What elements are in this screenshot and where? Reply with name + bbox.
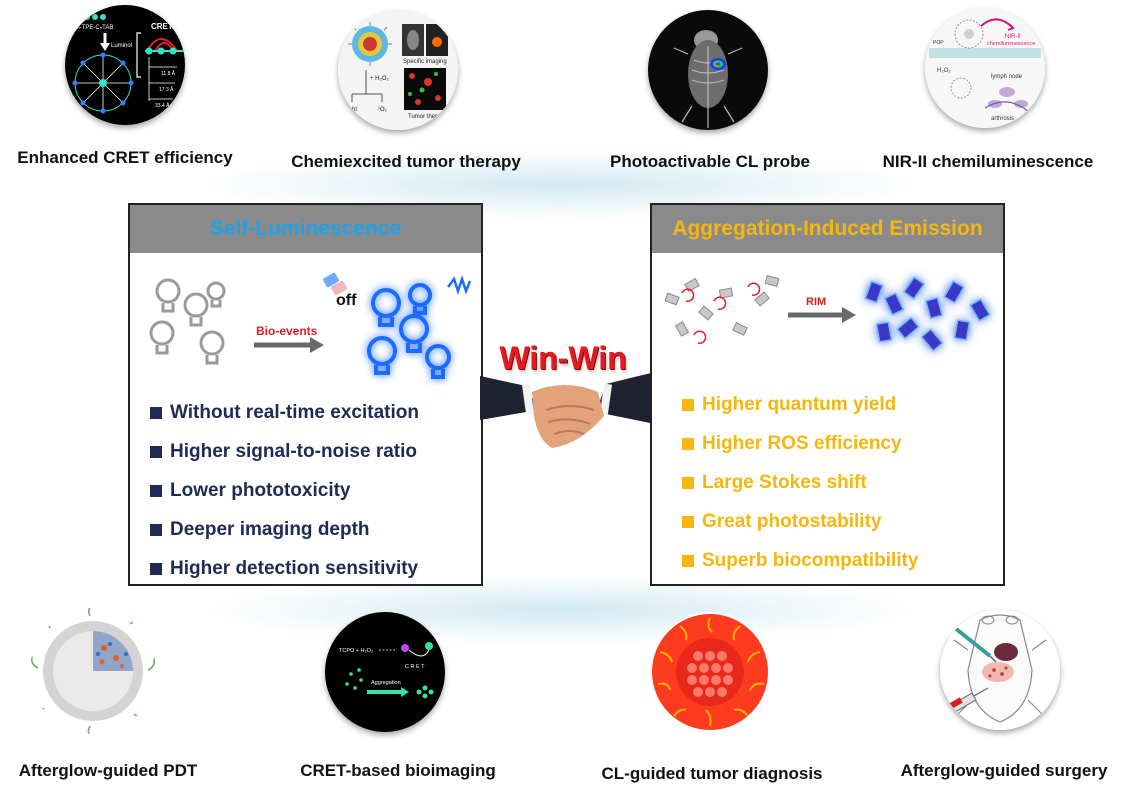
bullet-icon <box>682 476 694 489</box>
self-luminescence-features: Without real-time excitation Higher sign… <box>150 393 419 588</box>
panel-title: Aggregation-Induced Emission <box>672 217 983 240</box>
h2o2-label: + H₂O₂ <box>370 76 390 82</box>
wave-icon <box>447 275 472 295</box>
caption-afterglow-surgery: Afterglow-guided surgery <box>900 761 1108 780</box>
panel-header: Aggregation-Induced Emission <box>652 205 1003 253</box>
mouse-cl-probe-image <box>648 10 768 130</box>
luminol-label: Luminol <box>111 43 132 49</box>
off-label: off <box>336 292 357 309</box>
bullet-icon <box>150 445 162 458</box>
chemiexcited-therapy-image: Specific imaging Tumor therapy + H₂O₂ Li… <box>338 10 458 130</box>
caption-nir-ii-chemiluminescence: NIR-II chemiluminescence <box>882 152 1094 171</box>
list-item: Higher detection sensitivity <box>150 549 419 588</box>
off-switch-icon <box>323 272 347 296</box>
bio-events-scheme: Bio-events off <box>149 272 472 379</box>
feature-text: Higher detection sensitivity <box>170 557 419 579</box>
dist2-label: 17.3 Å <box>159 86 174 93</box>
arthrosis-label: arthrosis <box>991 116 1014 122</box>
bullet-icon <box>682 554 694 567</box>
cret-label: CRET <box>151 22 173 31</box>
cl-tumor-diagnosis-image <box>650 612 770 732</box>
cret-bioimaging-image: TCPO + H₂O₂ C R E T Aggregation <box>325 612 445 732</box>
bullet-icon <box>150 523 162 536</box>
cret-efficiency-image: Cₙ-TPE-CₙTAB Luminol CRET 11.8 Å 17.3 Å … <box>65 5 185 125</box>
feature-text: Higher ROS efficiency <box>702 432 902 454</box>
lightbulbs-off-icon <box>149 278 226 365</box>
pop-label: POP <box>933 40 944 46</box>
chemiluminescence-label: chemiluminescence <box>987 41 1035 47</box>
caption-photoactivable-cl-probe: Photoactivable CL probe <box>610 152 810 171</box>
caption-cret-efficiency: Enhanced CRET efficiency <box>17 148 233 167</box>
aie-panel: Aggregation-Induced Emission RIM <box>650 203 1005 586</box>
bullet-icon <box>150 484 162 497</box>
aie-features: Higher quantum yield Higher ROS efficien… <box>682 385 918 580</box>
cret-bottom-label: C R E T <box>405 664 425 670</box>
bottom-glow <box>200 575 920 645</box>
rim-scheme: RIM <box>664 274 991 352</box>
specific-imaging-label: Specific imaging <box>403 59 447 65</box>
feature-text: Without real-time excitation <box>170 401 419 423</box>
dist1-label: 11.8 Å <box>161 70 176 77</box>
caption-cl-tumor-diagnosis: CL-guided tumor diagnosis <box>601 764 823 783</box>
feature-text: Higher signal-to-noise ratio <box>170 440 418 462</box>
list-item: Without real-time excitation <box>150 393 419 432</box>
win-win-label: Win-Win <box>499 340 627 376</box>
free-molecules-icon <box>664 274 780 337</box>
tumor-therapy-label: Tumor therapy <box>408 114 447 120</box>
handshake-image <box>480 372 655 448</box>
nir-ii-label: NIR-II <box>1005 34 1021 40</box>
bullet-icon <box>150 406 162 419</box>
bullet-icon <box>682 398 694 411</box>
list-item: Large Stokes shift <box>682 463 918 502</box>
aggregated-molecules-icon <box>864 276 991 352</box>
caption-chemiexcited-therapy: Chemiexcited tumor therapy <box>291 152 521 171</box>
bullet-icon <box>150 562 162 575</box>
list-item: Lower phototoxicity <box>150 471 419 510</box>
lightbulbs-glowing-icon <box>367 283 451 379</box>
feature-text: Large Stokes shift <box>702 471 867 493</box>
rim-label: RIM <box>806 296 826 308</box>
panel-title: Self-Luminescence <box>209 217 402 240</box>
self-luminescence-panel: Self-Luminescence Bio-events off <box>128 203 483 586</box>
afterglow-surgery-mouse-image <box>940 610 1060 730</box>
dist3-label: 33.4 Å <box>155 102 170 109</box>
tcpo-label: TCPO + H₂O₂ <box>339 648 373 654</box>
feature-text: Higher quantum yield <box>702 393 897 415</box>
list-item: Great photostability <box>682 502 918 541</box>
afterglow-pdt-nanoparticle-image <box>30 608 156 734</box>
caption-afterglow-pdt: Afterglow-guided PDT <box>18 761 198 780</box>
feature-text: Superb biocompatibility <box>702 549 919 571</box>
tpe-label: Cₙ-TPE-CₙTAB <box>73 25 113 31</box>
singlet-oxygen-label: ¹O₂ <box>378 107 388 113</box>
h2o2-small-label: H₂O₂ <box>937 68 951 74</box>
list-item: Higher signal-to-noise ratio <box>150 432 419 471</box>
list-item: Higher ROS efficiency <box>682 424 918 463</box>
list-item: Superb biocompatibility <box>682 541 918 580</box>
feature-text: Lower phototoxicity <box>170 479 351 501</box>
bullet-icon <box>682 515 694 528</box>
aggregation-label: Aggregation <box>371 680 401 686</box>
list-item: Deeper imaging depth <box>150 510 419 549</box>
nir-ii-lymph-node-image: NIR-II chemiluminescence POP H₂O₂ lymph … <box>925 8 1045 128</box>
panel-header: Self-Luminescence <box>130 205 481 253</box>
caption-cret-bioimaging: CRET-based bioimaging <box>300 761 496 780</box>
bio-events-label: Bio-events <box>256 324 318 338</box>
bullet-icon <box>682 437 694 450</box>
feature-text: Deeper imaging depth <box>170 518 370 540</box>
light-label: Light <box>344 107 357 113</box>
lymph-node-label: lymph node <box>991 74 1023 80</box>
feature-text: Great photostability <box>702 510 882 532</box>
list-item: Higher quantum yield <box>682 385 918 424</box>
